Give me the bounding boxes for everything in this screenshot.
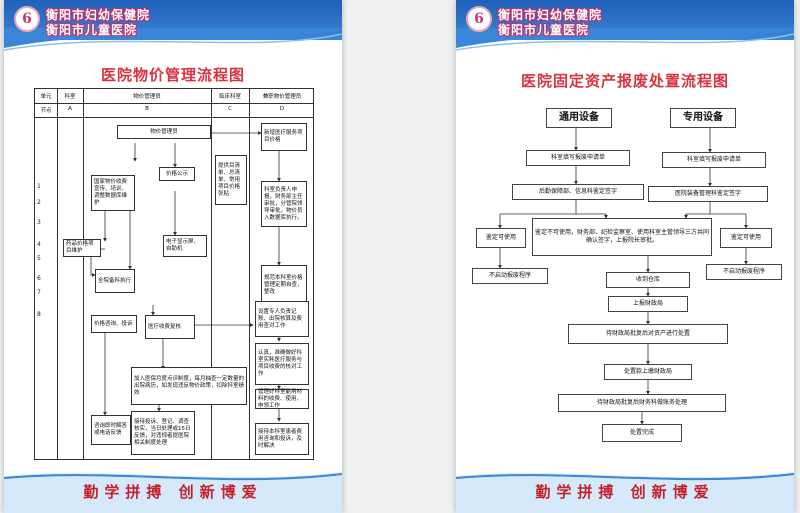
box-usable-special: 鉴定可使用 bbox=[720, 228, 772, 248]
box-medical-insurance-review: 加入医保月度点评制度，每月抽查一定数量的出院病历，如发现违反物价政策，扣除科室绩… bbox=[131, 367, 247, 405]
box-special-equipment: 专用设备 bbox=[670, 108, 736, 128]
node-letter-b: B bbox=[145, 106, 149, 112]
box-return-to-warehouse: 收到仓库 bbox=[606, 272, 690, 288]
slogan: 勤学拼搏 创新博爱 bbox=[535, 483, 715, 501]
slogan: 勤学拼搏 创新博爱 bbox=[83, 483, 263, 501]
node-letter-a: A bbox=[68, 106, 72, 112]
header-parttime-admin: 兼职物价管理员 bbox=[262, 94, 302, 100]
box-medical-fee-review: 医疗收费复核 bbox=[145, 315, 195, 339]
box-instant-answer: 咨询即时解答或电话反馈 bbox=[91, 415, 131, 445]
poster-asset-disposal: 6 衡阳市妇幼保健院 衡阳市儿童医院 医院固定资产报废处置流程图 通用设备 专用… bbox=[456, 0, 794, 513]
box-accounting-treatment: 待财政局批复后财务科做账务处理 bbox=[558, 394, 726, 412]
price-flow-title: 医院物价管理流程图 bbox=[100, 66, 245, 84]
price-flow-connectors bbox=[90, 131, 281, 422]
box-complaint-handling: 接待投诉、登记、调查核实，当日处理或15日反馈，对违规者提医院相关制度处理 bbox=[131, 411, 195, 455]
row-number: 7 bbox=[37, 289, 41, 296]
price-flow-table: 单元 科室 物价管理员 临床科室 兼职物价管理员 节点 A B C D 1 2 … bbox=[34, 88, 314, 460]
box-report-finance-bureau: 上报财政局 bbox=[608, 296, 688, 312]
hospital-name-primary: 衡阳市妇幼保健院 bbox=[498, 8, 603, 22]
footer-wave bbox=[4, 472, 342, 513]
header-clinical: 临床科室 bbox=[218, 94, 241, 100]
box-patient-fee-inquiry: 接待本科室患者费用咨询和投诉，及时解决 bbox=[255, 423, 309, 455]
box-logistics-it-appraisal: 后勤保障部、信息科鉴定签字 bbox=[512, 184, 644, 200]
header-wave bbox=[456, 28, 794, 51]
row-number: 8 bbox=[37, 311, 41, 318]
box-hospital-wide-execution: 全院备科执行 bbox=[95, 269, 135, 293]
box-consumable-management: 管理好科室能用材料的收费、使用、申领工作 bbox=[255, 389, 309, 409]
asset-flow-title: 医院固定资产报废处置流程图 bbox=[520, 72, 729, 90]
hospital-name-secondary: 衡阳市儿童医院 bbox=[46, 23, 138, 37]
asset-flow-connectors bbox=[498, 128, 748, 425]
box-price-publicity: 价格公示 bbox=[159, 167, 195, 181]
box-disposal-complete: 处置完成 bbox=[602, 424, 682, 442]
box-national-price-training: 国家物价收费宣传、培训、调整数据库维护 bbox=[91, 175, 135, 211]
box-general-equipment: 通用设备 bbox=[546, 108, 612, 128]
row-number: 2 bbox=[37, 199, 41, 206]
hospital-logo: 6 bbox=[466, 6, 492, 32]
node-letter-d: D bbox=[279, 106, 285, 112]
box-unusable-joint-sign: 鉴定不可使用，财务部、纪检监察室、使用科室主管领导三方共同确认签字，上报院长审批… bbox=[532, 218, 712, 256]
hospital-logo: 6 bbox=[14, 6, 40, 32]
box-no-scrap-special: 不启动报废程序 bbox=[706, 264, 782, 280]
box-usable-general: 鉴定可使用 bbox=[476, 228, 526, 248]
row-number: 1 bbox=[37, 183, 41, 190]
box-accurate-verification: 认真，准确做好科室实耗医疗服务与项目收费的核对工作 bbox=[255, 343, 309, 385]
box-scrap-application-general: 科室填写报废申请单 bbox=[526, 150, 630, 166]
header-wave bbox=[4, 28, 342, 51]
node-letter-c: C bbox=[228, 106, 232, 112]
box-dedicated-accounting: 设置专人负责记账、出院核算及费用查对工作 bbox=[255, 301, 309, 337]
row-number: 4 bbox=[37, 241, 41, 248]
row-number: 6 bbox=[37, 275, 41, 282]
box-price-admin: 物价管理员 bbox=[117, 125, 211, 139]
header-unit: 单元 bbox=[40, 94, 52, 100]
footer-wave bbox=[456, 472, 794, 513]
row-number: 3 bbox=[37, 219, 41, 226]
header-dept: 科室 bbox=[64, 94, 76, 100]
row-number: 5 bbox=[37, 255, 41, 262]
box-scrap-application-special: 科室填写报废申请单 bbox=[662, 152, 766, 168]
box-remit-proceeds: 处置款上缴财政局 bbox=[604, 364, 692, 380]
box-await-approval-disposal: 待财政局批复后对资产进行处置 bbox=[568, 324, 728, 344]
box-dept-price-self-check: 规范本科室价格管理定期自查，整改 bbox=[261, 265, 307, 305]
hospital-name-secondary: 衡阳市儿童医院 bbox=[498, 23, 590, 37]
hospital-name-primary: 衡阳市妇幼保健院 bbox=[46, 8, 151, 22]
box-price-consultation: 价格咨询、投诉 bbox=[91, 315, 137, 333]
poster-price-management: 6 衡阳市妇幼保健院 衡阳市儿童医院 医院物价管理流程图 单元 科室 物价管理员… bbox=[4, 0, 342, 513]
header-price-admin: 物价管理员 bbox=[133, 94, 161, 100]
node-label: 节点 bbox=[40, 108, 52, 114]
box-new-service-items: 新增医疗服务项目价格 bbox=[261, 123, 307, 151]
box-no-scrap-general: 不启动报废程序 bbox=[472, 268, 548, 284]
box-equipment-dept-appraisal: 医院装备管理科鉴定签字 bbox=[648, 186, 768, 202]
box-drug-price-maintenance: 药品价格项目维护 bbox=[63, 239, 101, 257]
box-provide-item-list: 提供目清单、总清单、常用项目价格张贴 bbox=[215, 155, 247, 205]
box-dept-application: 科室负责人申报，财务部主任审批，分管院领导审批，物价员入数据库执行。 bbox=[261, 181, 307, 227]
box-electronic-display: 电子显示屏、自助机 bbox=[163, 235, 207, 257]
